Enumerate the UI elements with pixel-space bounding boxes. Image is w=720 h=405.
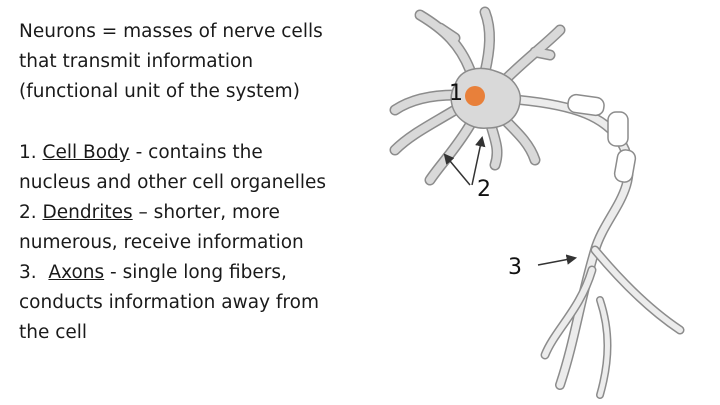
item-prefix: 3. — [19, 262, 49, 283]
intro-text: Neurons = masses of nerve cells that tra… — [19, 17, 379, 107]
term-cell-body: Cell Body — [42, 142, 130, 163]
list-item-cell-body: 1. Cell Body - contains the — [19, 138, 379, 168]
myelin-sheath — [567, 93, 637, 183]
term-dendrites: Dendrites — [42, 202, 133, 223]
cell-body — [450, 67, 522, 129]
item-continuation: numerous, receive information — [19, 232, 304, 253]
intro-line: (functional unit of the system) — [19, 81, 300, 102]
item-prefix: 1. — [19, 142, 43, 163]
list-item-axons: 3. Axons - single long fibers, — [19, 258, 379, 288]
item-description: - single long fibers, — [104, 262, 287, 283]
item-continuation: the cell — [19, 322, 88, 343]
axon — [515, 95, 685, 399]
label-dendrites: 2 — [477, 177, 491, 202]
nucleus — [465, 86, 485, 106]
neuron-parts-list: 1. Cell Body - contains the nucleus and … — [19, 138, 379, 348]
term-axons: Axons — [48, 262, 105, 283]
neuron-diagram: 1 2 3 — [389, 6, 685, 399]
label-axon: 3 — [508, 255, 522, 280]
item-continuation: conducts information away from — [19, 292, 319, 313]
intro-line: that transmit information — [19, 51, 254, 72]
list-item-dendrites: 2. Dendrites – shorter, more — [19, 198, 379, 228]
item-description: – shorter, more — [132, 202, 280, 223]
item-continuation: nucleus and other cell organelles — [19, 172, 327, 193]
label-cell-body: 1 — [449, 81, 463, 106]
dendrite-arrows — [443, 135, 486, 186]
item-prefix: 2. — [19, 202, 43, 223]
intro-line: Neurons = masses of nerve cells — [19, 21, 323, 42]
item-description: - contains the — [129, 142, 263, 163]
axon-arrow — [537, 254, 578, 266]
